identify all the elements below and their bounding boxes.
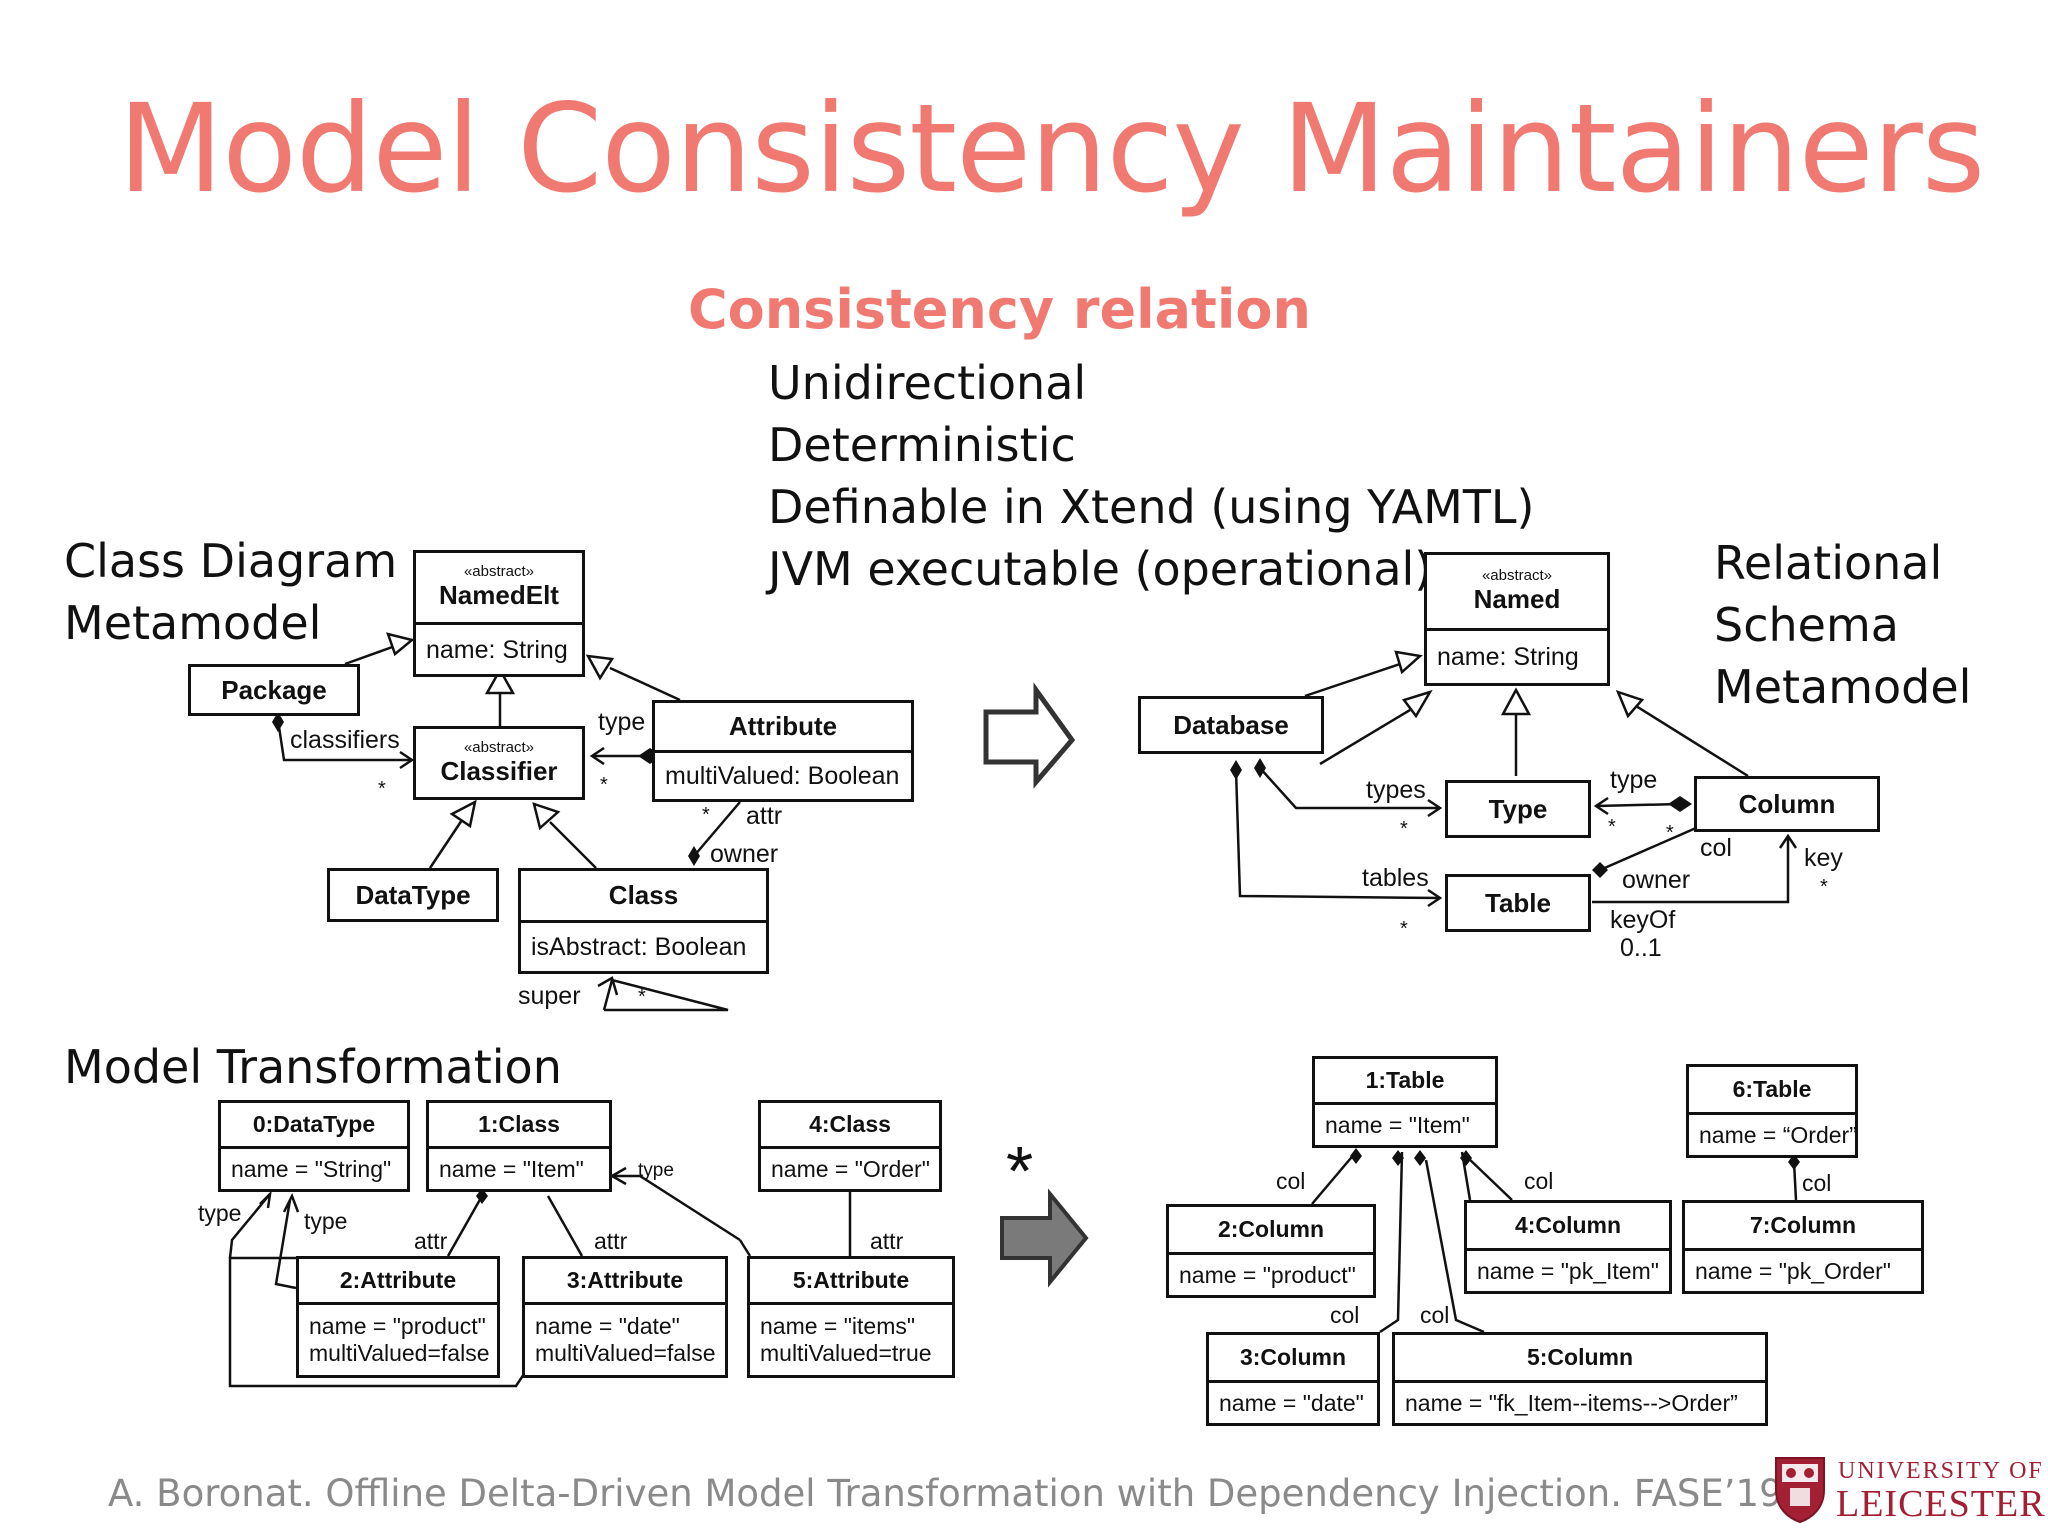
university-logo: UNIVERSITY OF LEICESTER — [1772, 1450, 2048, 1530]
obj-3-attribute: 3:Attribute name = "date"multiValued=fal… — [522, 1256, 728, 1378]
label-keyof: keyOf — [1610, 906, 1676, 934]
property-item: JVM executable (operational) — [768, 542, 1433, 596]
label-attr: attr — [746, 802, 783, 830]
label-col: col — [1420, 1302, 1450, 1328]
label-star: * — [702, 804, 710, 826]
obj-4-column: 4:Column name = "pk_Item" — [1464, 1200, 1672, 1294]
uml-attribute: Attribute multiValued: Boolean — [652, 700, 914, 802]
label-type: type — [598, 708, 646, 736]
label-col: col — [1700, 834, 1732, 862]
obj-3-column: 3:Column name = "date" — [1206, 1332, 1380, 1426]
citation: A. Boronat. Offline Delta-Driven Model T… — [108, 1472, 1795, 1515]
label-star: * — [1608, 816, 1616, 838]
label-type: type — [638, 1160, 674, 1181]
label-col: col — [1802, 1170, 1832, 1196]
obj-5-attribute: 5:Attribute name = "items"multiValued=tr… — [747, 1256, 955, 1378]
obj-0-datatype: 0:DataType name = "String" — [218, 1100, 410, 1192]
slide-title: Model Consistency Maintainers — [118, 78, 1985, 220]
label-type: type — [1610, 766, 1658, 794]
obj-1-table: 1:Table name = "Item" — [1312, 1056, 1498, 1148]
class-diagram-heading: Class Diagram Metamodel — [64, 534, 398, 650]
obj-7-column: 7:Column name = "pk_Order" — [1682, 1200, 1924, 1294]
label-star: * — [600, 774, 608, 796]
shield-icon — [1775, 1457, 1825, 1524]
label-attr: attr — [594, 1228, 628, 1254]
obj-2-column: 2:Column name = "product" — [1166, 1204, 1376, 1298]
label-types: types — [1366, 776, 1426, 804]
label-col: col — [1276, 1168, 1306, 1194]
model-transformation-heading: Model Transformation — [64, 1040, 562, 1094]
uml-datatype: DataType — [327, 868, 499, 922]
uml-type: Type — [1445, 780, 1591, 838]
label-attr: attr — [870, 1228, 904, 1254]
obj-6-table: 6:Table name = “Order” — [1686, 1064, 1858, 1158]
uml-named: «abstract»Named name: String — [1424, 552, 1610, 686]
label-owner: owner — [710, 840, 779, 868]
obj-2-attribute: 2:Attribute name = "product"multiValued=… — [296, 1256, 500, 1378]
label-classifiers: classifiers — [290, 726, 400, 754]
obj-4-class: 4:Class name = "Order" — [758, 1100, 942, 1192]
uml-column: Column — [1694, 776, 1880, 832]
label-col: col — [1330, 1302, 1360, 1328]
transformation-star: * — [1006, 1132, 1034, 1210]
consistency-relation-heading: Consistency relation — [688, 278, 1311, 341]
uml-table: Table — [1445, 874, 1591, 932]
label-type: type — [198, 1200, 242, 1226]
label-star: * — [1400, 818, 1408, 840]
label-tables: tables — [1362, 864, 1429, 892]
uml-database: Database — [1138, 696, 1324, 754]
label-owner: owner — [1622, 866, 1691, 894]
properties-list: Unidirectional Deterministic Definable i… — [768, 352, 1535, 600]
label-col: col — [1524, 1168, 1554, 1194]
uml-package: Package — [188, 664, 360, 716]
property-item: Unidirectional — [768, 356, 1087, 410]
label-multiplicity: 0..1 — [1620, 934, 1662, 962]
relational-heading: Relational Schema Metamodel — [1714, 536, 1972, 714]
label-star: * — [1666, 822, 1674, 844]
label-star: * — [638, 986, 646, 1008]
label-type: type — [304, 1208, 348, 1234]
uml-classifier: «abstract»Classifier — [413, 726, 585, 800]
property-item: Definable in Xtend (using YAMTL) — [768, 480, 1535, 534]
label-star: * — [1820, 876, 1828, 898]
label-star: * — [1400, 918, 1408, 940]
label-star: * — [378, 778, 386, 800]
label-super: super — [518, 982, 581, 1010]
uml-named-elt: «abstract»NamedElt name: String — [413, 550, 585, 677]
property-item: Deterministic — [768, 418, 1076, 472]
label-attr: attr — [414, 1228, 448, 1254]
uml-class: Class isAbstract: Boolean — [518, 868, 769, 974]
obj-5-column: 5:Column name = "fk_Item--items-->Order” — [1392, 1332, 1768, 1426]
obj-1-class: 1:Class name = "Item" — [426, 1100, 612, 1192]
label-key: key — [1804, 844, 1843, 872]
